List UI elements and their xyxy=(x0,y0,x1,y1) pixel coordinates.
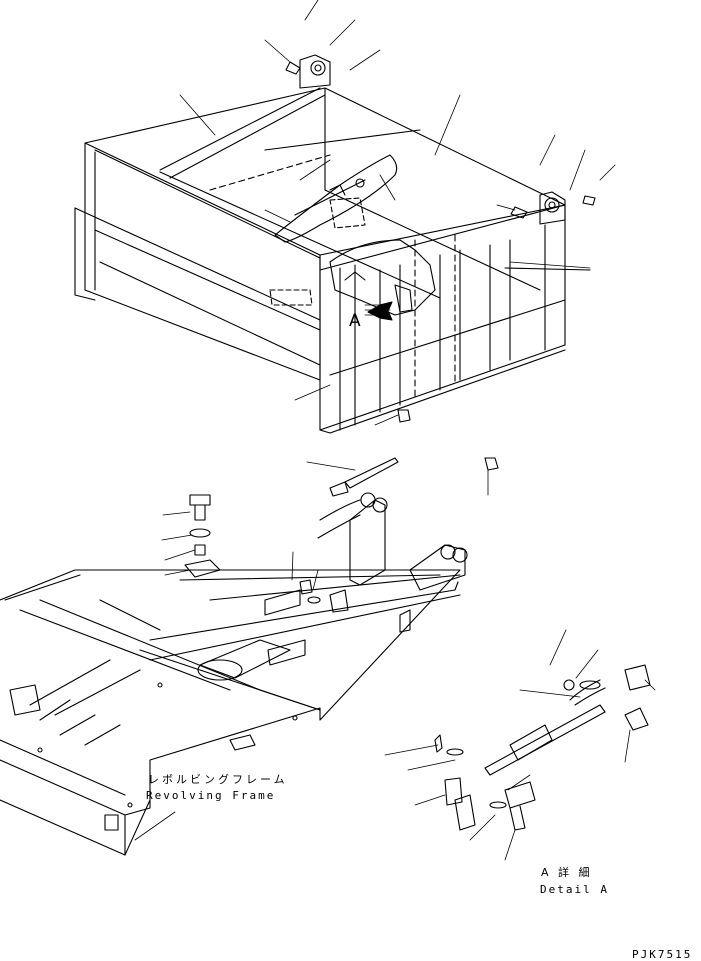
revolving-frame xyxy=(0,569,461,856)
frame-lock-bracket xyxy=(299,492,468,613)
drawing-code: PJK7515 xyxy=(632,948,693,961)
lifting-eye-right xyxy=(510,191,596,225)
hardware-parts xyxy=(184,409,499,578)
detail-a-label-jp: A 詳 細 xyxy=(541,866,593,879)
detail-a-arrow xyxy=(364,301,393,321)
lock-lever-assembly xyxy=(274,154,436,316)
revolving-frame-label-jp: レボルビングフレーム xyxy=(148,773,288,786)
detail-a-label-en: Detail A xyxy=(540,883,609,896)
detail-a-callout: A xyxy=(349,311,361,331)
detail-a-parts xyxy=(434,664,651,831)
lifting-eye-left xyxy=(285,54,331,89)
revolving-frame-label-en: Revolving Frame xyxy=(146,789,276,802)
counterweight-box xyxy=(74,87,591,434)
leader-lines xyxy=(134,0,656,861)
